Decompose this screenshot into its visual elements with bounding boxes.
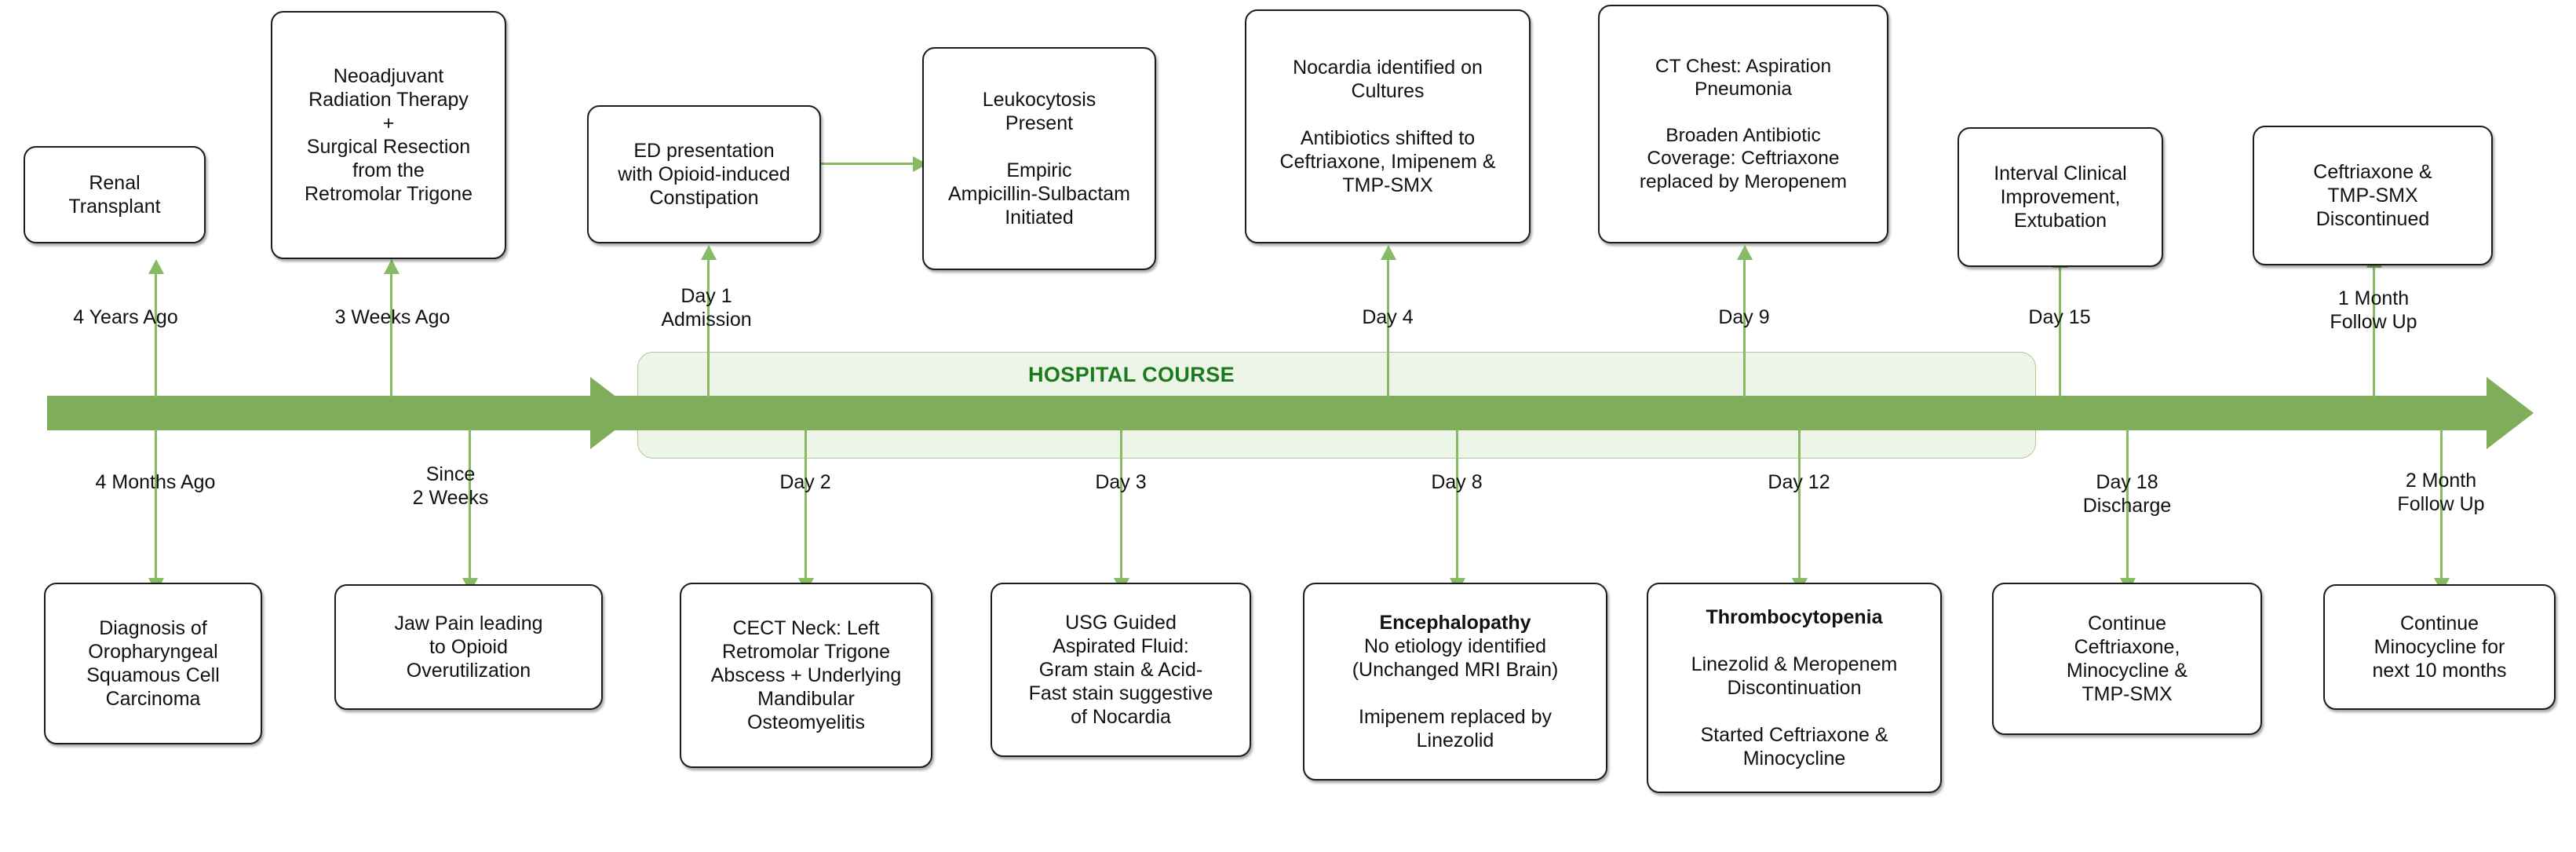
node-renal-transplant[interactable]: Renal Transplant (24, 146, 206, 243)
connector-line-1-month (2373, 267, 2375, 397)
node-usg-aspirate[interactable]: USG Guided Aspirated Fluid: Gram stain &… (991, 583, 1251, 757)
node-encephalopathy-title: Encephalopathy (1379, 612, 1531, 634)
node-continue-abx[interactable]: Continue Ceftriaxone, Minocycline & TMP-… (1992, 583, 2262, 735)
tick-day-12: Day 12 (1768, 471, 1830, 493)
connector-line-day-8 (1456, 429, 1458, 578)
connector-line-day-15 (2059, 267, 2061, 397)
tick-1-month-follow-up: 1 Month Follow Up (2330, 287, 2417, 333)
node-jaw-pain-opioid[interactable]: Jaw Pain leading to Opioid Overutilizati… (334, 584, 603, 710)
connector-line-4-months (155, 429, 157, 578)
tick-day-8: Day 8 (1431, 471, 1483, 493)
tick-day-2: Day 2 (779, 471, 831, 493)
tick-day-9: Day 9 (1718, 306, 1770, 328)
tick-day-15: Day 15 (2028, 306, 2091, 328)
connector-arrow-4-years (148, 259, 164, 274)
node-oropharyngeal-scc[interactable]: Diagnosis of Oropharyngeal Squamous Cell… (44, 583, 262, 744)
connector-line-day-9 (1743, 259, 1746, 397)
connector-line-day-3 (1120, 429, 1122, 578)
connector-arrow-day-4 (1381, 245, 1396, 260)
connector-arrow-3-weeks (384, 259, 400, 274)
connector-line-day-18 (2126, 429, 2129, 578)
connector-line-day-12 (1798, 429, 1801, 578)
node-abx-discontinued[interactable]: Ceftriaxone & TMP-SMX Discontinued (2253, 126, 2493, 265)
timeline-end-arrowhead (2487, 377, 2534, 449)
connector-line-4-years (155, 273, 157, 397)
connector-line-2-month (2440, 429, 2443, 578)
connector-line-day-4 (1387, 259, 1389, 397)
connector-line-since-2-weeks (469, 429, 471, 578)
connector-line-ed-to-leukocytosis (821, 163, 921, 165)
tick-since-2-weeks: Since 2 Weeks (412, 463, 489, 509)
node-neoadjuvant-therapy[interactable]: Neoadjuvant Radiation Therapy + Surgical… (271, 11, 506, 259)
node-encephalopathy[interactable]: Encephalopathy No etiology identified (U… (1303, 583, 1607, 781)
tick-4-months-ago: 4 Months Ago (95, 471, 216, 493)
timeline-bar (47, 396, 2504, 430)
node-ed-presentation[interactable]: ED presentation with Opioid-induced Cons… (587, 105, 821, 243)
node-interval-improvement[interactable]: Interval Clinical Improvement, Extubatio… (1958, 127, 2163, 267)
hospital-course-label: HOSPITAL COURSE (1028, 363, 1235, 386)
tick-4-years-ago: 4 Years Ago (73, 306, 178, 328)
node-encephalopathy-body: No etiology identified (Unchanged MRI Br… (1352, 635, 1559, 751)
connector-line-day-1 (707, 259, 710, 397)
node-ct-chest[interactable]: CT Chest: Aspiration Pneumonia Broaden A… (1598, 5, 1888, 243)
connector-line-3-weeks (390, 273, 392, 397)
node-thrombocytopenia[interactable]: Thrombocytopenia Linezolid & Meropenem D… (1647, 583, 1942, 793)
node-leukocytosis[interactable]: Leukocytosis Present Empiric Ampicillin-… (922, 47, 1156, 270)
tick-3-weeks-ago: 3 Weeks Ago (334, 306, 451, 328)
tick-2-month-follow-up: 2 Month Follow Up (2397, 470, 2485, 515)
connector-line-day-2 (805, 429, 807, 578)
connector-arrow-day-1 (701, 245, 717, 260)
node-thrombocytopenia-body: Linezolid & Meropenem Discontinuation St… (1691, 653, 1898, 770)
tick-day-18-discharge: Day 18 Discharge (2082, 471, 2172, 517)
connector-arrow-day-9 (1737, 245, 1753, 260)
timeline-mid-arrowhead (590, 377, 637, 449)
tick-day-4: Day 4 (1362, 306, 1414, 328)
node-cect-neck[interactable]: CECT Neck: Left Retromolar Trigone Absce… (680, 583, 932, 768)
node-continue-minocycline[interactable]: Continue Minocycline for next 10 months (2323, 584, 2556, 710)
node-thrombocytopenia-title: Thrombocytopenia (1706, 606, 1883, 628)
tick-day-3: Day 3 (1095, 471, 1147, 493)
tick-day-1-admission: Day 1 Admission (661, 285, 752, 331)
node-nocardia-cultures[interactable]: Nocardia identified on Cultures Antibiot… (1245, 9, 1531, 243)
